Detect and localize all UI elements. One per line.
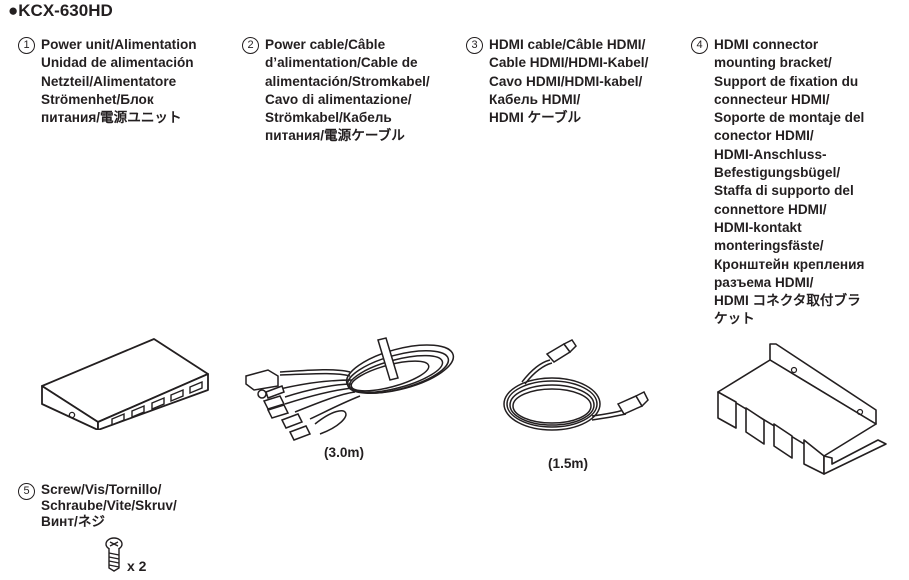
desc-line: monteringsfäste/ bbox=[714, 238, 824, 254]
hdmi-cable-illustration bbox=[503, 339, 649, 431]
desc-line: connecteur HDMI/ bbox=[714, 91, 830, 107]
screw-quantity: x 2 bbox=[127, 558, 147, 574]
hdmi-bracket-illustration bbox=[717, 343, 887, 475]
item-number-badge: 3 bbox=[466, 37, 483, 54]
desc-line: alimentación/Stromkabel/ bbox=[265, 73, 430, 89]
hdmi-cable-length: (1.5m) bbox=[548, 456, 589, 471]
desc-line: Befestigungsbügel/ bbox=[714, 165, 841, 181]
item-description: Power unit/Alimentation Unidad de alimen… bbox=[41, 36, 197, 127]
desc-line: HDMI コネクタ取付ブラ bbox=[714, 293, 861, 309]
item-description: Power cable/Câble d’alimentation/Cable d… bbox=[265, 36, 430, 146]
power-unit-illustration bbox=[41, 338, 209, 430]
desc-line: HDMI-Anschluss- bbox=[714, 146, 827, 162]
item-description: HDMI connector mounting bracket/ Support… bbox=[714, 36, 864, 329]
desc-line: Staffa di supporto del bbox=[714, 183, 854, 199]
desc-line: Unidad de alimentación bbox=[41, 55, 194, 71]
desc-line: Кабель HDMI/ bbox=[489, 91, 581, 107]
desc-line: Винт/ネジ bbox=[41, 514, 106, 529]
desc-line: HDMI cable/Câble HDMI/ bbox=[489, 37, 646, 52]
desc-line: Кронштейн крепления bbox=[714, 256, 865, 272]
desc-line: Power cable/Câble bbox=[265, 37, 386, 52]
desc-line: Soporte de montaje del bbox=[714, 110, 865, 126]
power-cable-length: (3.0m) bbox=[324, 445, 365, 460]
desc-line: питания/電源ケーブル bbox=[265, 128, 405, 144]
desc-line: HDMI ケーブル bbox=[489, 110, 582, 126]
item-number-badge: 2 bbox=[242, 37, 259, 54]
power-cable-illustration bbox=[245, 337, 455, 441]
desc-line: Support de fixation du bbox=[714, 73, 859, 89]
desc-line: Cavo di alimentazione/ bbox=[265, 91, 412, 107]
screw-icon bbox=[105, 537, 123, 572]
desc-line: HDMI-kontakt bbox=[714, 219, 802, 235]
desc-line: Netzteil/Alimentatore bbox=[41, 73, 177, 89]
desc-line: питания/電源ユニット bbox=[41, 110, 182, 126]
item-number-badge: 4 bbox=[691, 37, 708, 54]
desc-line: ケット bbox=[714, 311, 755, 327]
bullet-icon: ● bbox=[8, 1, 19, 20]
desc-line: d’alimentation/Cable de bbox=[265, 55, 418, 71]
desc-line: Strömenhet/Блок bbox=[41, 91, 154, 107]
item-number-badge: 1 bbox=[18, 37, 35, 54]
desc-line: conector HDMI/ bbox=[714, 128, 814, 144]
desc-line: HDMI connector bbox=[714, 37, 819, 52]
model-title: ●KCX-630HD bbox=[8, 1, 113, 21]
desc-line: connettore HDMI/ bbox=[714, 201, 827, 217]
item-description: Screw/Vis/Tornillo/ Schraube/Vite/Skruv/… bbox=[41, 482, 177, 530]
desc-line: Cavo HDMI/HDMI-kabel/ bbox=[489, 73, 643, 89]
item-description: HDMI cable/Câble HDMI/ Cable HDMI/HDMI-K… bbox=[489, 36, 648, 127]
desc-line: Schraube/Vite/Skruv/ bbox=[41, 498, 177, 513]
desc-line: Strömkabel/Кабель bbox=[265, 110, 392, 126]
desc-line: Screw/Vis/Tornillo/ bbox=[41, 482, 162, 497]
desc-line: Cable HDMI/HDMI-Kabel/ bbox=[489, 55, 649, 71]
desc-line: Power unit/Alimentation bbox=[41, 37, 197, 52]
model-name: KCX-630HD bbox=[18, 1, 113, 20]
desc-line: mounting bracket/ bbox=[714, 55, 832, 71]
item-number-badge: 5 bbox=[18, 483, 35, 500]
desc-line: разъема HDMI/ bbox=[714, 274, 814, 290]
